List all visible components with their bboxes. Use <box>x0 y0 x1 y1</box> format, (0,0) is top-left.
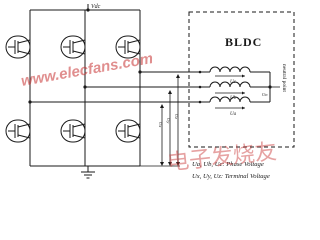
bldc-motor-box <box>188 11 295 148</box>
neutral-voltage-label: Un <box>262 92 268 97</box>
winding-label-b: Ub <box>230 96 237 101</box>
winding-label-c: Uc <box>230 80 237 85</box>
bldc-motor-title: BLDC <box>225 35 262 49</box>
terminal-voltage-label-z: Uz <box>174 114 179 119</box>
watermark-cn: 电子发烧友 <box>166 140 278 176</box>
phase-wires <box>28 70 205 104</box>
legend-terminal-voltage: Ux, Uy, Uz: Terminal Voltage <box>192 173 270 180</box>
neutral-point <box>268 72 280 102</box>
switch-bottom-left <box>5 119 31 143</box>
switch-bottom-right <box>115 119 141 143</box>
terminal-voltage-arrows <box>140 74 180 167</box>
switch-top-left <box>5 35 31 59</box>
neutral-point-label: neutral point <box>281 64 287 92</box>
bldc-drive-circuit-diagram: Vdc <box>5 4 295 180</box>
supply-voltage-label: Vdc <box>91 4 101 10</box>
switch-top-right <box>115 35 141 59</box>
winding-b <box>205 81 270 95</box>
ground-icon <box>81 166 95 179</box>
switch-top-middle <box>60 35 86 59</box>
winding-a <box>205 96 270 110</box>
supply-rails <box>29 4 141 167</box>
terminal-voltage-label-x: Ux <box>158 122 163 127</box>
switch-bottom-middle <box>60 119 86 143</box>
winding-label-a: Ua <box>230 112 237 117</box>
terminal-voltage-label-y: Uy <box>166 118 171 123</box>
watermark-url: www.elecfans.com <box>20 50 155 90</box>
winding-c <box>205 66 270 78</box>
legend-phase-voltage: Ua, Ub, Uc: Phase Voltage <box>192 161 264 168</box>
